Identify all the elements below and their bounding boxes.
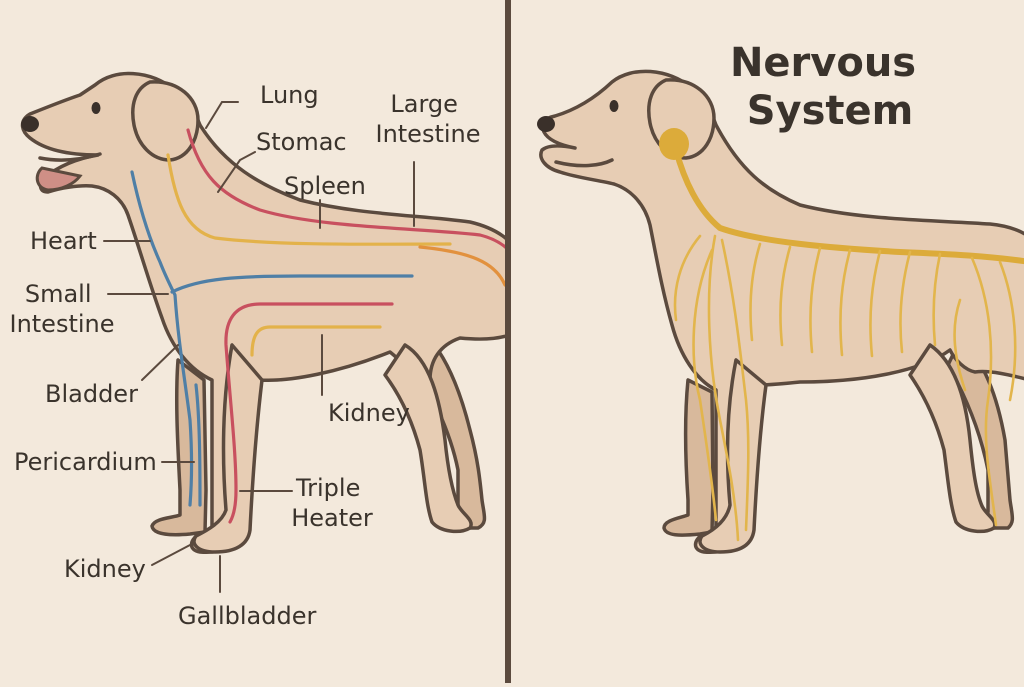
nerve-rib-6 (899, 250, 912, 354)
label-kidney-right: Kidney (328, 399, 410, 427)
nerve-hind-leg-branch (998, 260, 1017, 402)
nerve-rib-3 (809, 246, 822, 354)
panel-divider (505, 0, 511, 683)
label-heart: Heart (30, 227, 97, 255)
label-gallbladder: Gallbladder (178, 602, 316, 630)
dog-right-nose (537, 116, 555, 132)
brain (659, 128, 689, 160)
dog-left-near-front-leg (192, 343, 264, 554)
label-spleen: Spleen (284, 172, 366, 200)
dog-left (20, 71, 505, 554)
meridian-lines (130, 128, 505, 524)
meridian-blue-main (130, 170, 194, 507)
dog-right-mouth-line (554, 158, 614, 168)
dog-right-far-front-leg (662, 378, 715, 537)
nerve-hind-leg-inner (953, 298, 967, 392)
nerve-front-leg-inner (720, 238, 750, 532)
label-bladder: Bladder (45, 380, 138, 408)
meridian-yellow-upper (166, 153, 452, 246)
meridian-labels: Lung Stomac Large Intestine Spleen Heart… (9, 81, 480, 630)
meridian-orange-back (418, 245, 505, 287)
dog-left-nose (21, 116, 39, 132)
leader-bladder (141, 344, 179, 381)
label-lung: Lung (260, 81, 319, 109)
dog-left-mouth-line (38, 152, 102, 162)
label-small-intestine: Small Intestine (9, 280, 114, 338)
leader-kidney-left (151, 544, 191, 566)
nerve-rib-1 (749, 242, 762, 342)
meridian-red-upper (186, 128, 505, 249)
dog-left-eye (91, 102, 101, 114)
nervous-system-lines (659, 128, 1024, 542)
leader-lines (103, 101, 415, 593)
nerve-chest-branch (673, 234, 702, 322)
leader-lung (205, 101, 239, 129)
leader-stomac (217, 151, 256, 193)
dog-left-tongue (35, 166, 83, 192)
meridian-yellow-lower (250, 325, 382, 357)
left-panel: Lung Stomac Large Intestine Spleen Heart… (9, 71, 505, 630)
label-kidney-left: Kidney (64, 555, 146, 583)
dog-left-near-hind-leg (383, 343, 473, 534)
nervous-system-title: Nervous System (730, 40, 930, 134)
nerve-rib-4 (839, 248, 852, 357)
nerve-rib-5 (869, 249, 882, 358)
nerve-hind-leg-main (970, 256, 998, 527)
nerve-rib-2 (779, 245, 792, 347)
label-stomac: Stomac (256, 128, 347, 156)
label-large-intestine: Large Intestine (375, 90, 480, 148)
meridian-blue-chest (170, 274, 414, 294)
right-panel: Nervous System (537, 40, 1024, 554)
nerve-front-leg-branch (692, 248, 718, 522)
meridian-red-lower (224, 302, 394, 524)
nerve-rib-7 (932, 252, 942, 347)
spinal-cord (673, 147, 1024, 265)
meridian-blue-leg (194, 383, 202, 507)
label-triple-heater: Triple Heater (291, 474, 373, 532)
nerve-front-leg-main (707, 234, 740, 542)
dog-right-near-hind-leg (908, 343, 997, 534)
label-pericardium: Pericardium (14, 448, 157, 476)
dog-right-eye (609, 100, 619, 112)
